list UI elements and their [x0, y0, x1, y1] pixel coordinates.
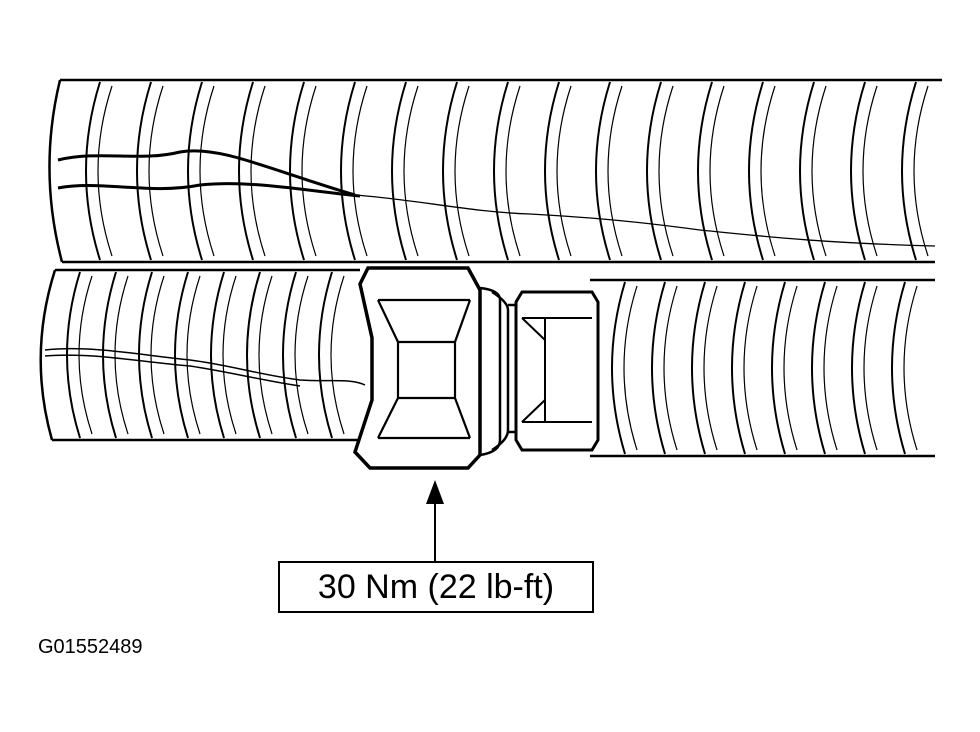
hose-rib-shadow — [352, 85, 368, 257]
hose-rib-shadow — [258, 275, 273, 435]
lower-hose-left-outline — [39, 268, 360, 442]
hose-rib-shadow — [607, 85, 623, 257]
hose-rib — [238, 81, 254, 261]
hose-rib-shadow — [743, 285, 758, 451]
hose-rib-shadow — [186, 275, 201, 435]
hose-rib — [811, 281, 826, 455]
hose-rib-shadow — [913, 85, 929, 257]
figure-id: G01552489 — [38, 636, 143, 658]
hose-rib — [697, 81, 713, 261]
hose-rib — [731, 281, 746, 455]
hose-rib-shadow — [823, 285, 838, 451]
torque-spec-text: 30 Nm (22 lb-ft) — [317, 567, 555, 606]
hose-rib — [651, 281, 666, 455]
hose-rib — [210, 271, 225, 439]
callout-arrow — [426, 480, 444, 562]
hose-rib-shadow — [294, 275, 309, 435]
hose-rib-shadow — [663, 285, 678, 451]
hose-rib-shadow — [903, 285, 918, 451]
upper-hose-crack — [57, 149, 361, 198]
hose-rib — [246, 271, 261, 439]
hose-rib — [174, 271, 189, 439]
hose-rib-shadow — [505, 85, 521, 257]
hose-rib-shadow — [556, 85, 572, 257]
hose-rib — [102, 271, 117, 439]
torque-spec-label: 30 Nm (22 lb-ft) — [278, 561, 594, 613]
hose-rib — [138, 271, 153, 439]
hose-rib — [493, 81, 509, 261]
hose-rib — [646, 81, 662, 261]
small-hex-nut — [514, 290, 600, 452]
hose-rib — [289, 81, 305, 261]
upper-hose-outline — [48, 78, 942, 264]
large-hex-nut — [353, 266, 482, 470]
hose-rib-shadow — [301, 85, 317, 257]
hose-rib — [850, 81, 866, 261]
hose-rib — [391, 81, 407, 261]
hose-rib — [748, 81, 764, 261]
upper-hose — [48, 78, 942, 264]
lower-hose-left — [39, 268, 366, 442]
lower-hose-right — [590, 278, 935, 458]
hose-rib-shadow — [623, 285, 638, 451]
hose-rib-shadow — [783, 285, 798, 451]
lower-hose-left-crack — [44, 347, 366, 387]
hose-rib-shadow — [199, 85, 215, 257]
hose-rib — [891, 281, 906, 455]
hose-rib — [136, 81, 152, 261]
hose-rib-shadow — [454, 85, 470, 257]
hose-rib-shadow — [709, 85, 725, 257]
hose-rib-shadow — [863, 285, 878, 451]
hose-rib — [442, 81, 458, 261]
hose-rib — [851, 281, 866, 455]
hose-rib — [799, 81, 815, 261]
hose-rib — [595, 81, 611, 261]
hose-rib-shadow — [148, 85, 164, 257]
hose-rib-shadow — [403, 85, 419, 257]
hose-rib-shadow — [658, 85, 674, 257]
hose-rib — [611, 281, 626, 455]
hose-rib-shadow — [862, 85, 878, 257]
upper-hose-crack-tail — [354, 194, 936, 247]
hose-rib-shadow — [97, 85, 113, 257]
hose-rib — [691, 281, 706, 455]
lower-hose-right-outline — [590, 278, 935, 458]
hose-rib — [901, 81, 917, 261]
hose-rib-shadow — [811, 85, 827, 257]
hose-rib-shadow — [760, 85, 776, 257]
hose-rib — [771, 281, 786, 455]
lower-hose-right-ribs — [611, 281, 918, 455]
hose-rib — [187, 81, 203, 261]
hose-rib — [282, 271, 297, 439]
hose-rib — [340, 81, 356, 261]
upper-hose-ribs — [85, 81, 929, 261]
lower-hose-left-ribs — [66, 271, 345, 439]
hose-rib-shadow — [114, 275, 129, 435]
hose-rib-shadow — [330, 275, 345, 435]
hose-rib-shadow — [222, 275, 237, 435]
hose-rib-shadow — [250, 85, 266, 257]
hose-rib-shadow — [703, 285, 718, 451]
hose-rib — [318, 271, 333, 439]
hose-rib — [544, 81, 560, 261]
hose-rib — [85, 81, 101, 261]
